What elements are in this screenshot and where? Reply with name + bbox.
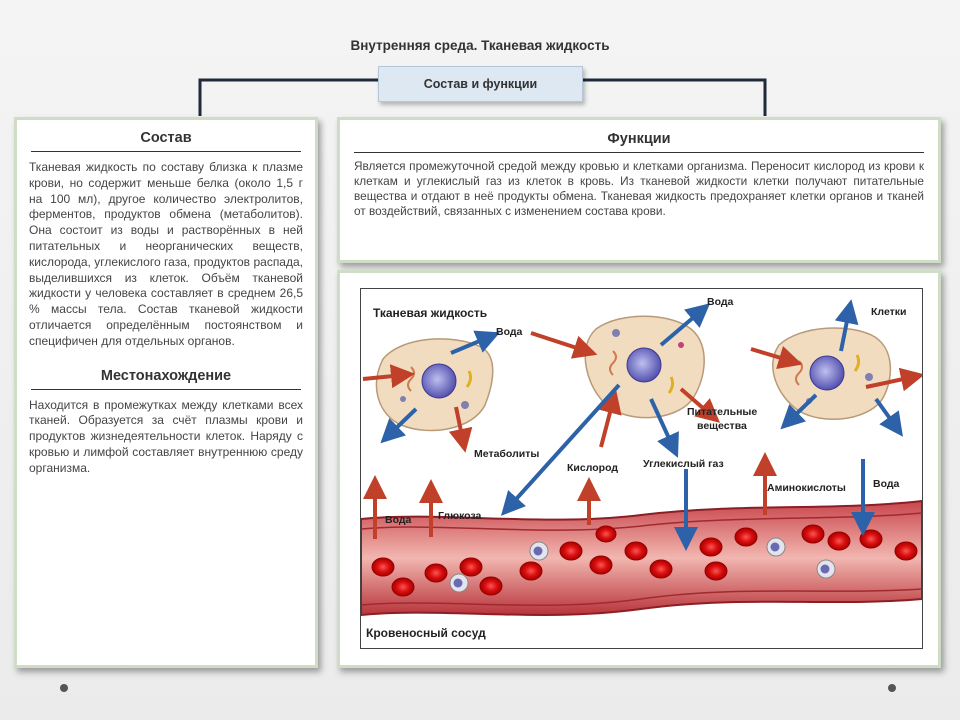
tissue-cell-right [772, 327, 892, 421]
label-amino: Аминокислоты [767, 482, 846, 494]
white-blood-cells [449, 537, 836, 593]
label-oxygen: Кислород [567, 462, 618, 474]
location-heading: Местонахождение [100, 367, 232, 384]
composition-text: Тканевая жидкость по составу близка к пл… [29, 160, 303, 348]
location-text: Находится в промежутках между клетками в… [29, 397, 303, 475]
tissue-fluid-diagram: Тканевая жидкость Вода Вода Клетки Питат… [361, 296, 922, 640]
inflow-arrows [362, 331, 922, 539]
label-co2: Углекислый газ [643, 458, 724, 470]
subtitle-text: Состав и функции [423, 77, 538, 91]
tissue-cell-left [375, 338, 494, 432]
label-water-right: Вода [873, 478, 900, 490]
label-glucose: Глюкоза [438, 510, 482, 522]
page-title: Внутренняя среда. Тканевая жидкость [350, 38, 610, 53]
functions-text: Является промежуточной средой между кров… [354, 159, 924, 218]
functions-panel: Функции Является промежуточной средой ме… [337, 117, 941, 263]
subtitle-box: Состав и функции [378, 66, 583, 102]
outflow-arrows [380, 299, 903, 551]
label-nutrients-2: вещества [697, 420, 747, 432]
diagram-frame: Тканевая жидкость Вода Вода Клетки Питат… [360, 288, 923, 649]
label-water-cell: Вода [496, 326, 523, 338]
label-water-left: Вода [385, 514, 412, 526]
label-metabolites: Метаболиты [474, 448, 539, 460]
functions-heading: Функции [607, 131, 671, 147]
functions-rule [354, 152, 924, 153]
label-tissue-fluid: Тканевая жидкость [373, 306, 487, 320]
red-blood-cells [371, 524, 918, 597]
label-water-top: Вода [707, 296, 734, 308]
composition-rule [31, 151, 301, 152]
header-connector [198, 78, 767, 116]
label-cells: Клетки [871, 306, 907, 318]
next-slide-dot[interactable] [888, 684, 896, 692]
prev-slide-dot[interactable] [60, 684, 68, 692]
composition-heading: Состав [140, 130, 192, 146]
label-vessel: Кровеносный сосуд [366, 626, 486, 640]
illustration-panel: Тканевая жидкость Вода Вода Клетки Питат… [337, 270, 941, 668]
location-rule [31, 388, 301, 390]
left-panel: Состав Тканевая жидкость по составу близ… [14, 117, 318, 668]
label-nutrients-1: Питательные [687, 406, 757, 418]
